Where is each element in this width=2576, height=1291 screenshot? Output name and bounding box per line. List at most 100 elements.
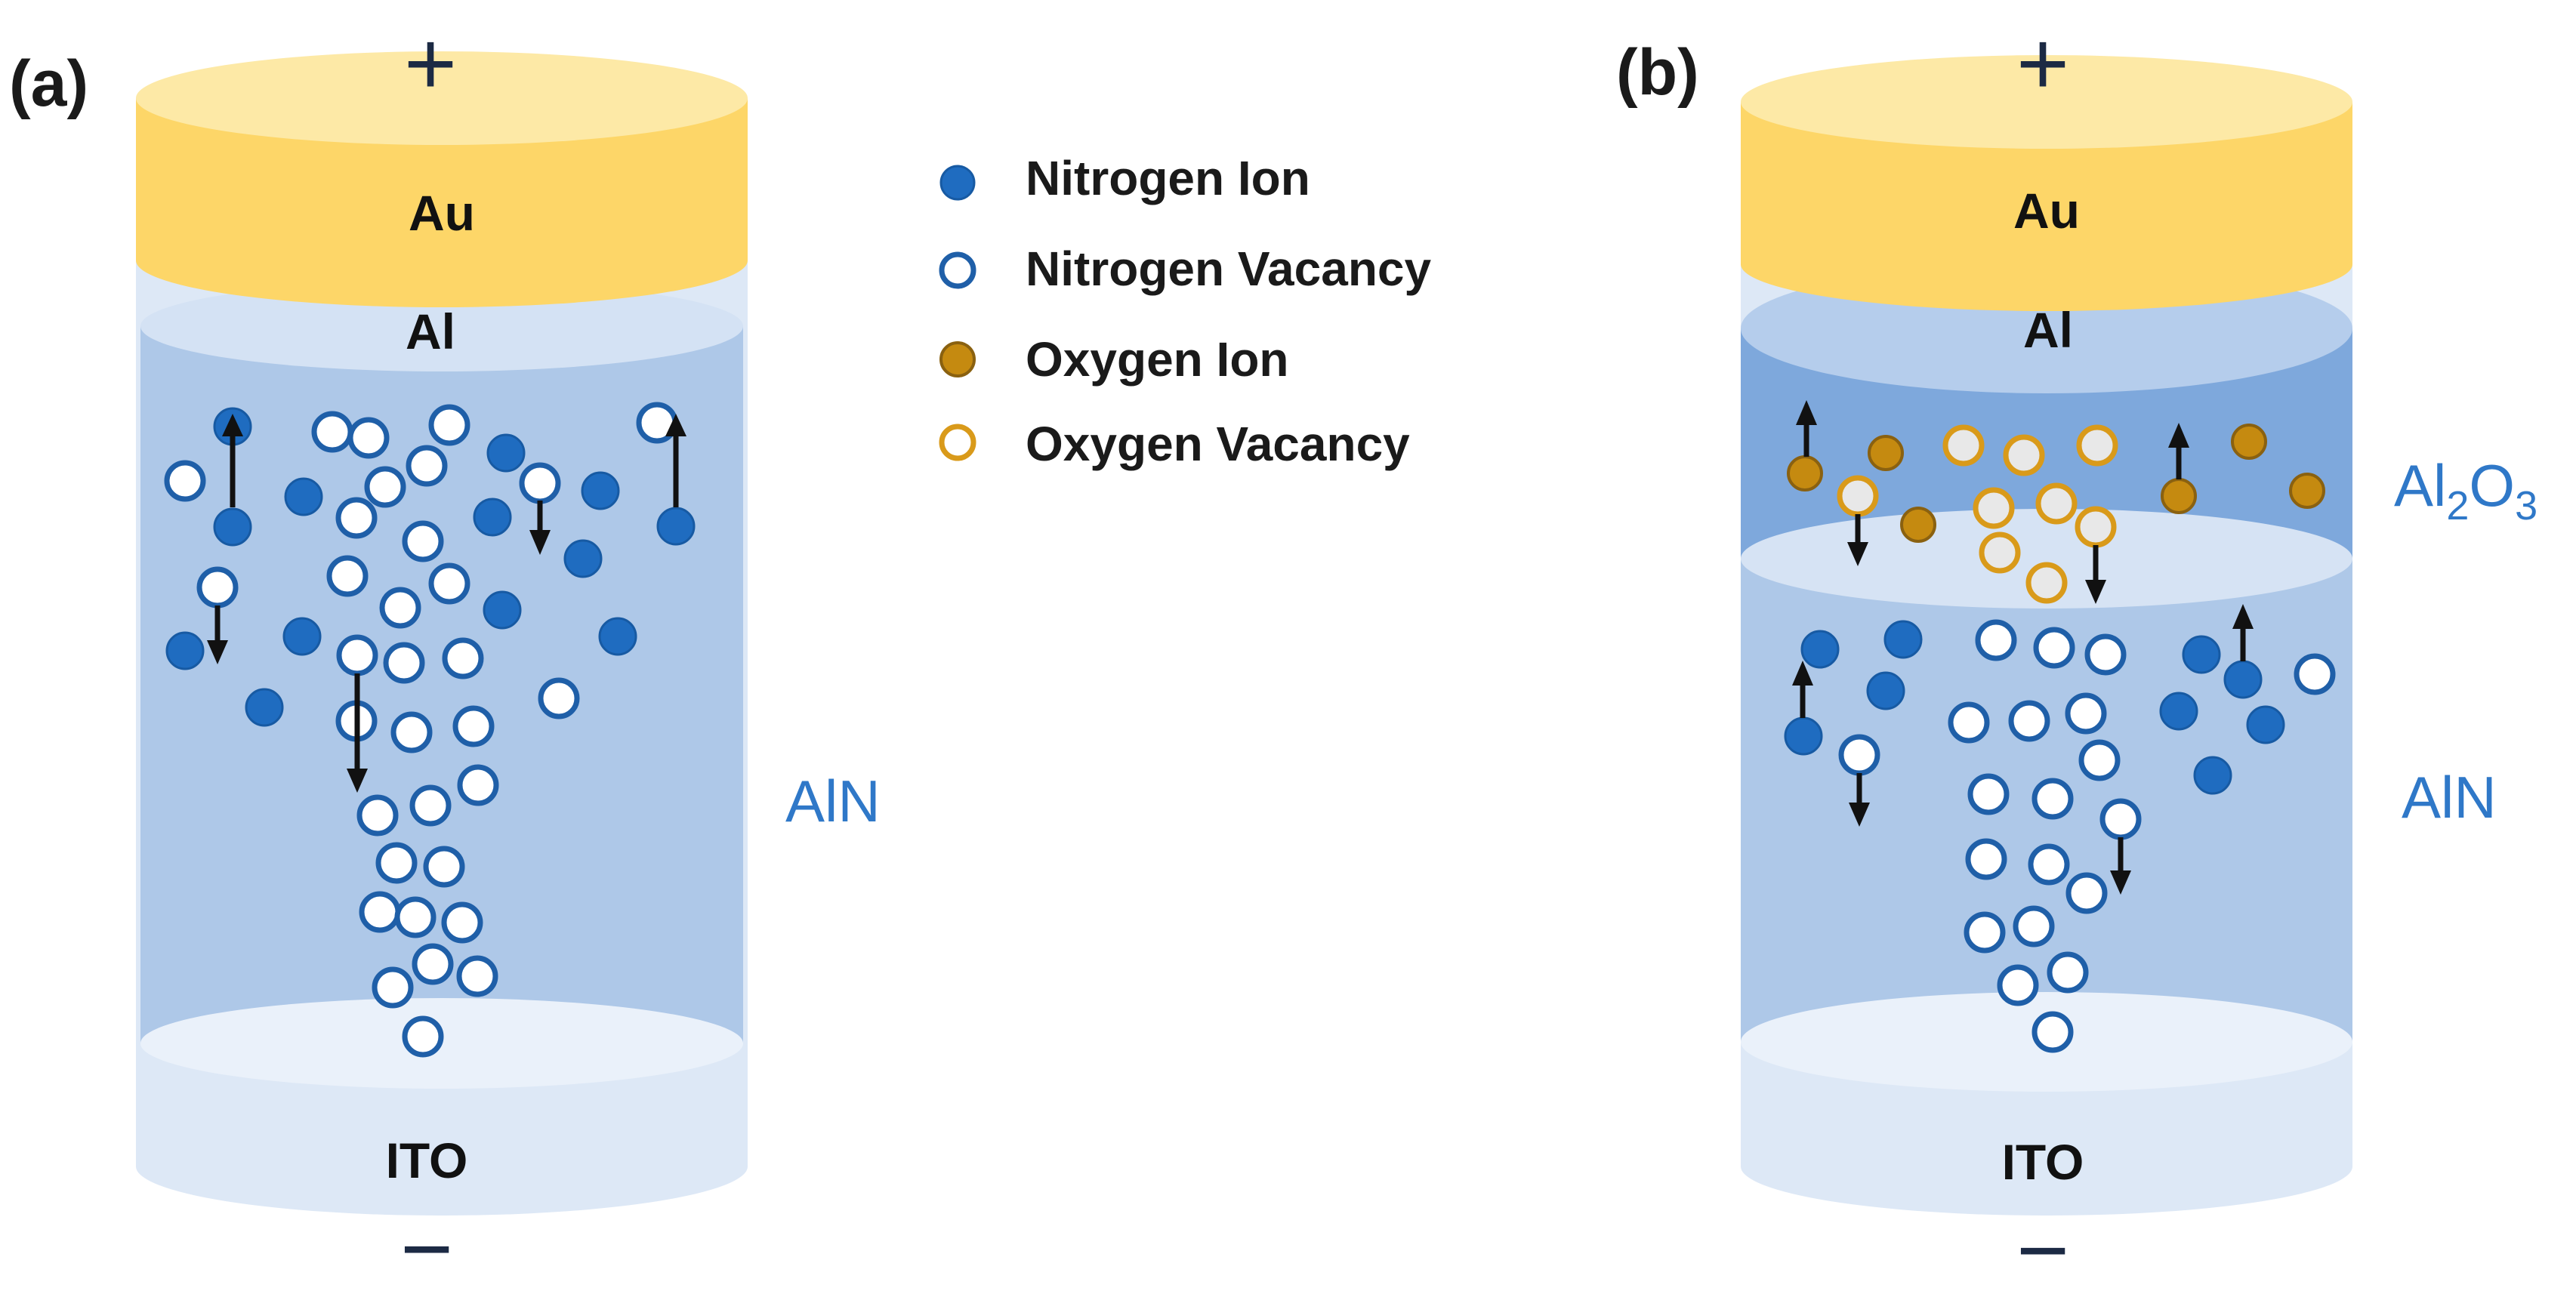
- panel-b-letter: (b): [1616, 36, 1699, 109]
- nitrogen-ion-marker-icon: [939, 165, 976, 201]
- nitrogen-vacancy: [1965, 838, 2007, 880]
- arrow-down-icon: [1849, 773, 1870, 827]
- nitrogen-ion: [473, 498, 512, 537]
- nitrogen-vacancy: [428, 404, 470, 446]
- panel-b-negative-terminal: −: [2016, 1200, 2069, 1291]
- arrow-down-icon: [2110, 837, 2131, 895]
- oxygen-vacancy: [2035, 482, 2078, 525]
- legend-item-nitrogen-ion: Nitrogen Ion: [939, 151, 1310, 205]
- nitrogen-vacancy: [379, 587, 421, 629]
- nitrogen-vacancy: [1967, 773, 2010, 815]
- nitrogen-vacancy: [390, 711, 433, 753]
- nitrogen-vacancy: [412, 943, 454, 985]
- oxygen-vacancy-marker-icon: [939, 424, 976, 461]
- formula-base: Al: [2394, 452, 2446, 519]
- nitrogen-vacancy: [452, 705, 495, 747]
- nitrogen-vacancy: [364, 466, 406, 508]
- oxygen-ion: [2231, 424, 2267, 460]
- nitrogen-ion: [284, 477, 323, 516]
- nitrogen-vacancy: [359, 891, 401, 933]
- nitrogen-vacancy: [441, 901, 483, 944]
- oxygen-vacancy: [1942, 424, 1985, 467]
- nitrogen-ion: [2159, 692, 2198, 731]
- nitrogen-vacancy: [2294, 653, 2336, 695]
- nitrogen-vacancy: [2099, 798, 2142, 840]
- panel-a-au-top: [136, 51, 748, 145]
- formula-oxygen: O: [2469, 452, 2515, 519]
- panel-b-positive-terminal: +: [2016, 13, 2069, 114]
- nitrogen-vacancy: [1838, 734, 1880, 776]
- panel-b-oxygen-ions: [1787, 424, 2325, 543]
- panel-b-al2o3-side-label: Al2O3: [2394, 452, 2537, 528]
- panel-b-cylinder-bottom: [1741, 1117, 2352, 1216]
- panel-a-negative-terminal: −: [400, 1198, 453, 1291]
- legend-label: Oxygen Ion: [1026, 332, 1289, 387]
- oxygen-vacancy: [1837, 475, 1879, 517]
- panel-a-migration-arrows: [207, 414, 686, 793]
- nitrogen-vacancy: [311, 411, 353, 453]
- oxygen-vacancy: [2003, 434, 2045, 476]
- nitrogen-vacancy: [402, 520, 444, 562]
- nitrogen-ion: [2193, 756, 2232, 795]
- arrow-down-icon: [207, 605, 228, 664]
- oxygen-ion: [1868, 435, 1904, 471]
- panel-a-ito-label: ITO: [386, 1132, 468, 1188]
- nitrogen-vacancy: [347, 417, 390, 459]
- panel-b-migration-arrows: [1792, 400, 2254, 895]
- nitrogen-vacancy: [402, 1015, 444, 1058]
- nitrogen-ion: [598, 617, 637, 656]
- nitrogen-ion: [1800, 630, 1840, 669]
- nitrogen-vacancy: [442, 637, 484, 679]
- nitrogen-vacancy: [2028, 843, 2070, 886]
- nitrogen-vacancy: [406, 445, 448, 487]
- nitrogen-vacancy: [336, 634, 378, 676]
- nitrogen-ion: [1784, 716, 1823, 756]
- panel-a-nitrogen-vacancies: [164, 402, 678, 1058]
- panel-b: (b) + Au Al ITO − Al2O3 AlN: [1616, 13, 2537, 1291]
- nitrogen-ion: [486, 433, 526, 473]
- nitrogen-vacancy: [538, 677, 580, 719]
- nitrogen-vacancy: [394, 896, 437, 938]
- arrow-up-icon: [2232, 604, 2254, 661]
- nitrogen-ion: [2182, 635, 2221, 674]
- legend-item-oxygen-ion: Oxygen Ion: [939, 332, 1289, 387]
- nitrogen-ion: [1866, 671, 1905, 710]
- arrow-down-icon: [1847, 514, 1868, 566]
- panel-b-nitrogen-ions: [1784, 620, 2285, 795]
- nitrogen-vacancy: [2031, 778, 2074, 820]
- panel-b-nitrogen-vacancies: [1838, 619, 2336, 1053]
- panel-a-al-top-ellipse: [140, 281, 743, 371]
- legend-label: Oxygen Vacancy: [1026, 417, 1410, 471]
- arrow-up-icon: [665, 414, 686, 507]
- nitrogen-vacancy: [2033, 627, 2075, 669]
- nitrogen-vacancy: [356, 794, 399, 837]
- panel-b-au-top: [1741, 55, 2352, 149]
- oxygen-ion: [1787, 455, 1823, 491]
- nitrogen-vacancy: [383, 642, 425, 684]
- oxygen-ion: [1900, 507, 1936, 543]
- panel-a-au-bottom: [136, 214, 748, 307]
- nitrogen-ion: [213, 507, 252, 547]
- nitrogen-vacancy: [196, 566, 239, 609]
- nitrogen-vacancy-marker-icon: [939, 251, 976, 289]
- oxygen-vacancy: [2025, 562, 2068, 604]
- nitrogen-ion: [165, 631, 205, 670]
- legend-label: Nitrogen Vacancy: [1026, 242, 1432, 296]
- nitrogen-vacancy: [409, 784, 452, 827]
- nitrogen-ion: [245, 688, 284, 727]
- nitrogen-vacancy: [456, 955, 498, 997]
- nitrogen-ion: [282, 617, 322, 656]
- oxygen-vacancy: [1979, 531, 2021, 574]
- arrow-up-icon: [1796, 400, 1817, 457]
- panel-a-letter: (a): [9, 48, 88, 120]
- nitrogen-vacancy: [2084, 633, 2127, 676]
- nitrogen-vacancy: [457, 764, 499, 806]
- panel-b-al-label: Al: [2023, 302, 2073, 358]
- nitrogen-vacancy: [1948, 701, 1990, 744]
- panel-b-au-label: Au: [2013, 183, 2080, 239]
- panel-a-al-label: Al: [406, 303, 455, 359]
- formula-subscript: 3: [2515, 483, 2537, 528]
- nitrogen-vacancy: [428, 562, 470, 605]
- nitrogen-vacancy: [1975, 619, 2017, 661]
